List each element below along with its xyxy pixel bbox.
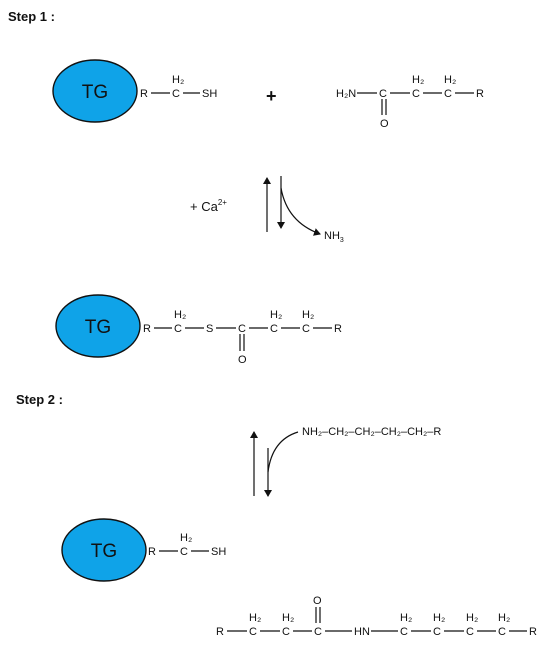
h2-label: H₂ [466,612,478,624]
c-atom: C [400,626,408,638]
c-atom: C [412,88,420,100]
c-atom: C [174,323,182,335]
hn-atom: HN [354,626,370,638]
c-atom: C [444,88,452,100]
h2-label: H₂ [282,612,294,624]
c-atom: C [238,323,246,335]
c-atom: C [249,626,257,638]
r-atom: R [148,546,156,558]
r-atom: R [143,323,151,335]
thioester-intermediate: R C H₂ S C O C H₂ C H₂ R [143,309,342,366]
h2-label: H₂ [302,309,314,321]
step1-title: Step 1 : [8,9,55,24]
c-atom: C [180,546,188,558]
ammonia-byproduct: NH3 [324,230,344,244]
h2-label: H₂ [180,532,192,544]
s-atom: S [206,323,213,335]
glutamine-substrate: H₂N C O C H₂ C H₂ R [336,74,484,130]
c-atom: C [302,323,310,335]
regenerated-thiol-group: R C H₂ SH [148,532,226,558]
tg-enzyme-intermediate: TG [55,294,141,358]
c-atom: C [282,626,290,638]
isopeptide-product: R C H₂ C H₂ C O HN C H₂ C H₂ C H₂ C H₂ R [216,595,537,638]
r-atom: R [334,323,342,335]
h2n-atom: H₂N [336,88,356,100]
r-atom: R [140,88,148,100]
c-atom: C [270,323,278,335]
c-atom: C [433,626,441,638]
r-atom: R [529,626,537,638]
tg-enzyme-regenerated: TG [61,518,147,582]
enzyme-thiol-group: R C H₂ SH [140,74,217,100]
tg-label-intermediate: TG [85,317,111,338]
c-atom: C [314,626,322,638]
r-atom: R [216,626,224,638]
tg-label-step1: TG [82,82,108,103]
h2-label: H₂ [444,74,456,86]
h2-label: H₂ [412,74,424,86]
plus-sign: + [266,86,277,106]
c-atom: C [466,626,474,638]
o-atom: O [380,118,389,130]
step2-title: Step 2 : [16,392,63,407]
c-atom: C [172,88,180,100]
sh-atom: SH [202,88,217,100]
h2-label: H₂ [433,612,445,624]
h2-label: H₂ [174,309,186,321]
lysine-amine-chain: NH₂–CH₂–CH₂–CH₂–CH₂–R [302,426,441,438]
calcium-cofactor: + Ca2+ [190,198,227,214]
c-atom: C [379,88,387,100]
h2-label: H₂ [249,612,261,624]
equilibrium-arrows-step2 [250,431,299,497]
tg-enzyme-step1: TG [52,59,138,123]
h2-label: H₂ [400,612,412,624]
tg-label-regenerated: TG [91,541,117,562]
h2-label: H₂ [498,612,510,624]
sh-atom: SH [211,546,226,558]
equilibrium-arrows-step1 [263,176,321,236]
o-atom: O [313,595,322,607]
r-atom: R [476,88,484,100]
o-atom: O [238,354,247,366]
h2-label: H₂ [172,74,184,86]
h2-label: H₂ [270,309,282,321]
c-atom: C [498,626,506,638]
